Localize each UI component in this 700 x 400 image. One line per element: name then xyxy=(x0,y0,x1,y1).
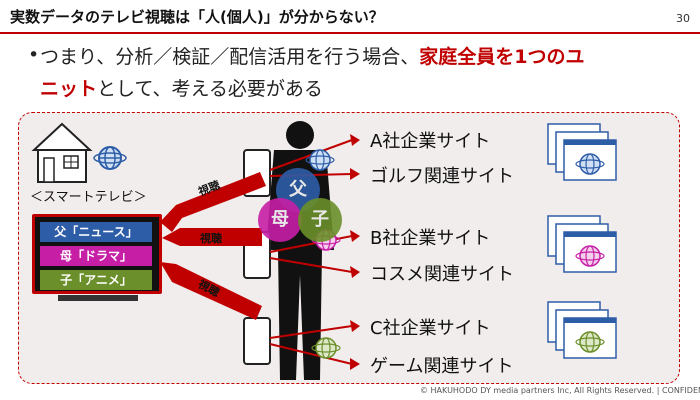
bullet-line-2: ニットとして、考える必要がある xyxy=(40,74,323,101)
family-child-circle: 子 xyxy=(298,198,342,242)
globe-icon xyxy=(93,146,127,170)
browser-window-stack-2 xyxy=(547,215,617,273)
tv-program-father: 父「ニュース」 xyxy=(40,222,152,242)
site-connector-lines xyxy=(269,134,360,370)
smart-tv-label: ＜スマートテレビ＞ xyxy=(30,190,147,205)
copyright-footer: © HAKUHODO DY media partners Inc, All Ri… xyxy=(420,386,700,395)
house-icon xyxy=(31,122,93,183)
tv-program-mother: 母「ドラマ」 xyxy=(40,246,152,266)
site-label-game: ゲーム関連サイト xyxy=(370,356,514,377)
tv-stand xyxy=(58,295,138,301)
bullet-marker: • xyxy=(28,44,40,66)
site-label-a-corporate: A社企業サイト xyxy=(370,131,491,152)
site-label-b-corporate: B社企業サイト xyxy=(370,228,491,249)
bullet-line-1: つまり、分析／検証／配信活用を行う場合、家庭全員を1つのユ xyxy=(40,42,584,69)
browser-window-stack-1 xyxy=(547,123,617,181)
viewing-label-2: 視聴 xyxy=(200,232,222,245)
page-title: 実数データのテレビ視聴は「人(個人)」が分からない？ xyxy=(10,8,384,26)
tv-program-child: 子「アニメ」 xyxy=(40,270,152,290)
site-label-cosmetics: コスメ関連サイト xyxy=(370,264,514,285)
line1-highlight: 家庭全員を1つのユ xyxy=(419,46,585,68)
line1-prefix: つまり、分析／検証／配信活用を行う場合、 xyxy=(40,46,420,68)
line2-highlight: ニット xyxy=(40,78,98,100)
browser-window-stack-3 xyxy=(547,301,617,359)
page-number: 30 xyxy=(676,12,690,25)
family-mother-circle: 母 xyxy=(258,198,302,242)
title-underline xyxy=(0,32,700,34)
line2-suffix: として、考える必要がある xyxy=(97,78,323,100)
viewing-arrows xyxy=(160,172,266,320)
site-label-golf: ゴルフ関連サイト xyxy=(370,166,514,187)
site-label-c-corporate: C社企業サイト xyxy=(370,318,491,339)
